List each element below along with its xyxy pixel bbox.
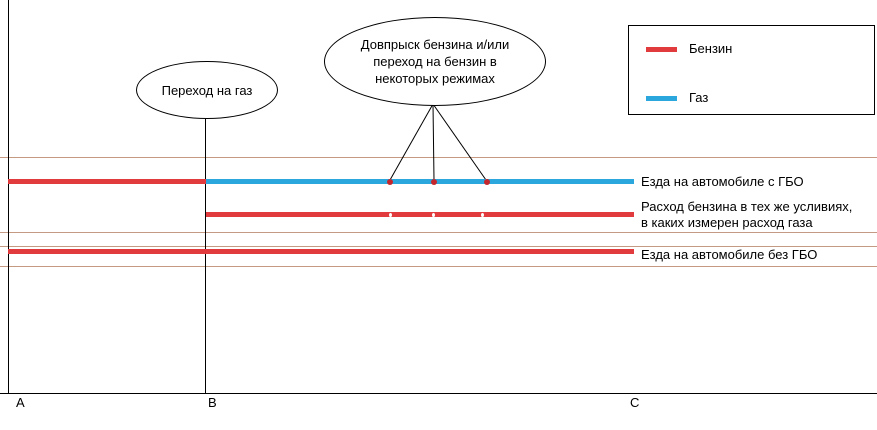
axis-label-c: C (630, 395, 640, 410)
b-vertical-line (205, 119, 206, 393)
guide-line-1 (0, 157, 877, 158)
transition-callout-ellipse: Переход на газ (136, 61, 278, 119)
left-axis-line (8, 0, 9, 393)
row-label-petrol-same-line2: в каких измерен расход газа (641, 215, 813, 230)
injection-marker-dot-2 (431, 179, 437, 185)
guide-line-3 (0, 246, 877, 247)
small-marker-1 (389, 213, 392, 217)
injection-marker-dot-3 (484, 179, 490, 185)
legend-gas-swatch (646, 96, 677, 101)
row-label-without-gbo: Езда на автомобиле без ГБО (641, 247, 818, 262)
bottom-axis-line (0, 393, 877, 394)
legend-gas-label: Газ (689, 90, 709, 105)
gbo-gas-segment (206, 179, 634, 184)
axis-label-a: A (16, 395, 25, 410)
axis-label-b: B (208, 395, 217, 410)
injection-callout-text-line3: некоторых режимах (375, 71, 495, 86)
connector-line-left (389, 103, 434, 181)
injection-callout-text-line1: Довпрыск бензина и/или (360, 37, 510, 52)
small-marker-3 (481, 213, 484, 217)
row-label-with-gbo: Езда на автомобиле с ГБО (641, 174, 804, 189)
transition-callout-text: Переход на газ (161, 82, 253, 98)
legend-box: Бензин Газ (628, 25, 875, 115)
injection-marker-dot-1 (387, 179, 393, 185)
petrol-same-conditions-bar (206, 212, 634, 217)
guide-line-4 (0, 266, 877, 267)
connector-line-right (432, 103, 487, 181)
injection-callout-ellipse: Довпрыск бензина и/или переход на бензин… (324, 17, 546, 106)
legend-petrol-swatch (646, 47, 677, 52)
gbo-petrol-segment (8, 179, 206, 184)
no-gbo-petrol-bar (8, 249, 634, 254)
small-marker-2 (432, 213, 435, 217)
row-label-petrol-same-line1: Расход бензина в тех же усливиях, (641, 199, 853, 214)
connector-line-middle (432, 103, 435, 181)
guide-line-2 (0, 232, 877, 233)
legend-petrol-label: Бензин (689, 41, 733, 56)
injection-callout-text-line2: переход на бензин в (373, 54, 497, 69)
